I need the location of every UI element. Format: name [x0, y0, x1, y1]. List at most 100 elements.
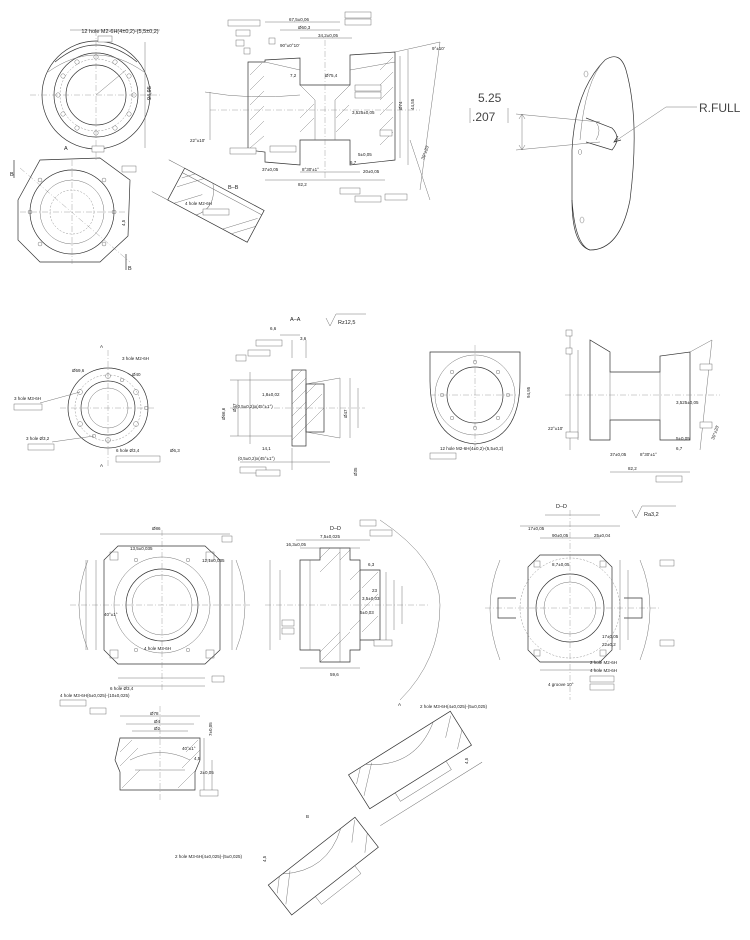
dim-1: Ø60,3 [298, 25, 311, 30]
roughness-label-d: Ra3,2 [644, 512, 659, 518]
section-label-dd: D–D [330, 526, 341, 532]
dim-front-6: Ø6,3 [170, 448, 180, 453]
dim-front-1: Ø40 [132, 372, 141, 377]
roughness-label: Rz12,5 [338, 320, 355, 326]
right3-dim-6: 2 hole M2-6H [590, 660, 617, 665]
sec-dim-3: (0,5±0,2)x(45°±1°) [236, 404, 273, 409]
dim-0: 67,5±0,06 [289, 17, 309, 22]
hole-callout: 4 hole M2-6H [185, 201, 212, 206]
sec-dim-2: 1,8±0,02 [262, 392, 280, 397]
drawing-2-front-view: A A Ø59,6 Ø40 3 hole M2-6H 3 hole M3-6H … [13, 344, 180, 468]
mid-dim-1: 16,3±0,05 [286, 542, 306, 547]
drawing-3-left-view: 13,5±0,035 12,1±0,035 4 hole M3-6H 6 hol… [59, 526, 250, 707]
dim-7: 22°±10' [190, 138, 205, 143]
dim-14: 44,55 [410, 98, 415, 110]
section-mark-b-top: B [10, 172, 14, 178]
sec-dim-6: Ø66,6 [221, 407, 226, 420]
right3-dim-0: 17±0,05 [528, 526, 545, 531]
right-dim-5: 37±0,05 [610, 452, 627, 457]
mid-dim-0: 7,5±0,025 [320, 534, 340, 539]
dim-15: Ø74 [398, 101, 403, 110]
dim-front-2: 3 hole M2-6H [122, 356, 149, 361]
sec-dim-0: 6,6 [270, 326, 277, 331]
dim-10: 37±0,05 [262, 167, 279, 172]
dim-2: 34,2±0,05 [318, 33, 338, 38]
dim-16: 30°±20' [420, 144, 430, 160]
drawing-3-view-b [267, 816, 379, 916]
bottom-note-a: 2 hole M3-6H(4±0,025)-(5±0,025) [420, 704, 487, 709]
section-label-bb: B–B [228, 185, 239, 191]
left-dim-4: 40°±1° [104, 612, 118, 617]
view-a-dim: 4,5 [464, 757, 469, 764]
note-left: 4 hole M3-6H(6±0,025)-(10±0,025) [60, 693, 130, 698]
dim-11: 8°30'±1° [302, 167, 319, 172]
sec-dim-5: (0,5±0,2)x(45°±1°) [238, 456, 275, 461]
left-dim-1: 12,1±0,035 [202, 558, 225, 563]
dim-front-0: Ø59,6 [72, 368, 85, 373]
dim-front-5: 6 hole Ø3,4 [116, 448, 140, 453]
dim-9: 6,7 [350, 160, 357, 165]
bottom-dim-5: 2±0,05 [200, 770, 214, 775]
drawing-1-section-view [204, 11, 441, 203]
section-mark-a: A [64, 146, 68, 152]
right-dim-6: 8°30'±1° [640, 452, 657, 457]
dim-3: 90°±0°10' [280, 43, 300, 48]
sec-dim-4: 14,1 [262, 446, 271, 451]
dim-4: 7,2 [290, 73, 297, 78]
right3-dim-8: 4 groove 10° [548, 682, 574, 687]
mid-dim-3: 3,5±0,03 [362, 596, 380, 601]
left-dim-0: 13,5±0,035 [130, 546, 153, 551]
drawing-3-view-a [348, 710, 483, 826]
right-dim-3: 5±0,05 [676, 436, 690, 441]
drawing-2-section-view: A–A Rz12,5 6,6 3,6 1,8±0,02 (0,5±0,2)x(4… [221, 313, 366, 477]
detail-dim-imperial: .207 [472, 110, 496, 124]
drawing-3-middle-section: D–D 7,5±0,025 16,3±0,05 23 3,5±0,03 5±0,… [265, 519, 441, 701]
view-a-label: A [398, 702, 401, 707]
dim-5: Ø75,4 [325, 73, 338, 78]
right-dim-2: 3,525±0,05 [676, 400, 699, 405]
view-b-label: B [306, 814, 309, 819]
drawing-1-lower-view: B B 4,5 [10, 157, 137, 272]
right3-dim-3: 8,7±0,05 [552, 562, 570, 567]
view-b-dim: 4,5 [262, 855, 267, 862]
section-label-aa: A–A [290, 317, 301, 323]
section-mark-b-bottom: B [128, 266, 132, 272]
right3-dim-4: 17±0,05 [602, 634, 619, 639]
dim-12: 20±0,05 [363, 169, 380, 174]
detail-callout: 5.25 .207 R.FULL [469, 56, 741, 251]
drawing-2-right-views: 94,95 12 hole M2-6H(4±0,2)-(5,5±0,2) 3,5… [429, 329, 720, 483]
radius-full-label: R.FULL [699, 101, 741, 115]
detail-dim-metric: 5.25 [478, 91, 502, 105]
dim-front-4: 3 hole Ø3,2 [26, 436, 50, 441]
bottom-dim-6: 7±0,05 [208, 722, 213, 736]
drawing-3-bottom-section: Ø78 Ø4 Ø2 40°±1° 4,5 2±0,05 7±0,05 [89, 706, 219, 800]
right3-dim-5: 22±0,2 [602, 642, 616, 647]
right-dim-7: 82,2 [628, 466, 637, 471]
sec-dim-8: Ø47 [343, 409, 348, 418]
bottom-note-b: 2 hole M3-6H(4±0,025)-(5±0,025) [175, 854, 242, 859]
drawing-3-right-view: Ra3,2 D–D 17±0,05 90±0,05 25±0,04 8,7±0,… [485, 504, 676, 700]
mid-dim-6: 59,6 [330, 672, 339, 677]
view-d-top: D–D [556, 504, 567, 510]
sec-dim-9: Ø35 [353, 467, 358, 476]
bottom-dim-1: Ø4 [154, 719, 161, 724]
diameter-label: 94,95 [147, 86, 153, 100]
left-dim-2: 4 hole M3-6H [144, 646, 171, 651]
bottom-dim-4: 4,5 [194, 756, 201, 761]
right-dim-0: 94,95 [526, 386, 531, 398]
view-a-bottom: A [100, 463, 103, 468]
right3-dim-2: 25±0,04 [594, 533, 611, 538]
dim-6: 3,525±0,05 [352, 110, 375, 115]
right3-dim-7: 4 hole M3-6H [590, 668, 617, 673]
drawing-1-detail-b [151, 159, 265, 243]
dim-front-3: 3 hole M3-6H [14, 396, 41, 401]
right-dim-1: 12 hole M2-6H(4±0,2)-(5,5±0,2) [440, 446, 504, 451]
section-dimensions: 67,5±0,06 Ø60,3 34,2±0,05 90°±0°10' 7,2 … [190, 17, 445, 187]
right-dim-8: 22°±10' [548, 426, 563, 431]
hole-note: 12 hole M2-6H(4±0,2)-(5,5±0,2) [81, 29, 158, 35]
bottom-dim-0: Ø78 [150, 711, 159, 716]
right-dim-4: 6,7 [676, 446, 683, 451]
sec-dim-1: 3,6 [300, 336, 307, 341]
mid-dim-2: 23 [372, 588, 378, 593]
bottom-dim-3: 40°±1° [182, 746, 196, 751]
